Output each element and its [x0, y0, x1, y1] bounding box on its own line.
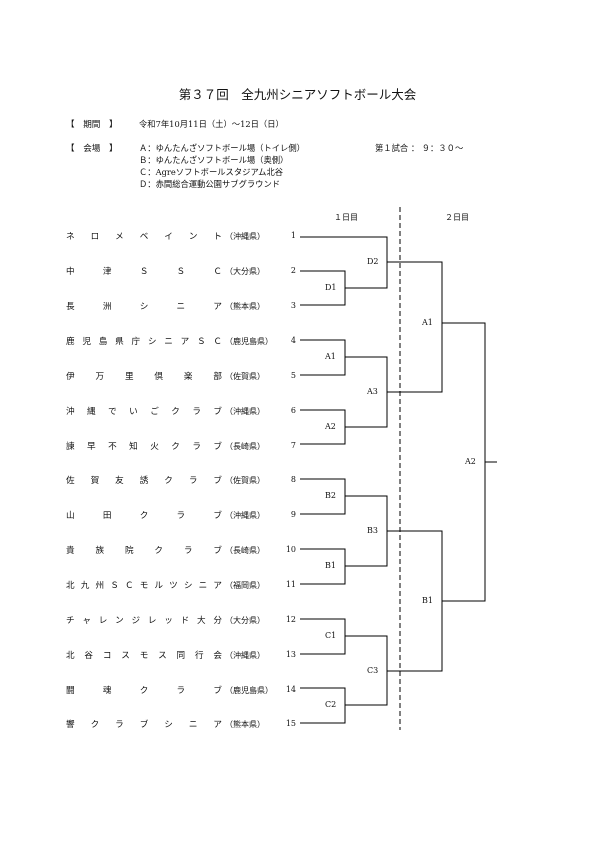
bracket-line [300, 618, 352, 655]
team-name: 鹿 児 島 県 庁 シ ニ ア Ｓ Ｃ [66, 337, 222, 347]
period-value: 令和7年10月11日（土）～12日（日） [139, 119, 284, 129]
match-label: C2 [325, 700, 337, 709]
venue-a: Ａ：ゆんたんざソフトボール場（トイレ側） [139, 143, 305, 153]
team-prefecture: （鹿児島県） [225, 686, 273, 695]
team-prefecture: （大分県） [225, 267, 265, 276]
bracket-line [400, 261, 450, 393]
team-prefecture: （沖縄県） [225, 651, 265, 660]
bracket-line [300, 687, 352, 724]
team-name: 中 津 Ｓ Ｓ Ｃ [66, 267, 222, 277]
team-number: 3 [290, 301, 296, 310]
team-prefecture: （鹿児島県） [225, 337, 273, 346]
match-label: A2 [325, 422, 336, 431]
team-name: 貴 族 院 ク ラ ブ [66, 546, 222, 556]
first-match-time: 第１試合 ： ９：３０～ [375, 143, 464, 153]
team-number: 8 [290, 475, 296, 484]
team-number: 6 [290, 406, 296, 415]
team-prefecture: （大分県） [225, 616, 265, 625]
bracket-line [352, 495, 400, 567]
team-number: 15 [285, 719, 296, 728]
day2-label: ２日目 [445, 213, 469, 222]
team-number: 14 [285, 685, 296, 694]
team-number: 10 [285, 545, 296, 554]
team-prefecture: （長崎県） [225, 546, 265, 555]
team-name: 闘 魂 ク ラ ブ [66, 686, 222, 696]
match-label: B3 [367, 526, 378, 535]
team-name: ネ ロ メ ベ イ ン ト [66, 232, 222, 242]
team-number: 11 [285, 580, 296, 589]
team-number: 4 [290, 336, 296, 345]
match-label: D2 [367, 257, 379, 266]
match-label: B1 [325, 561, 336, 570]
team-name: 北 九 州 Ｓ Ｃ モ ル ツ シ ニ ア [66, 581, 222, 591]
team-prefecture: （沖縄県） [225, 232, 265, 241]
venue-c: Ｃ：Agreソフトボールスタジアム北谷 [139, 167, 284, 177]
team-name: チ ャ レ ン ジ レ ッ ド 大 分 [66, 616, 222, 626]
match-label: A1 [422, 318, 433, 327]
team-prefecture: （熊本県） [225, 302, 265, 311]
team-prefecture: （福岡県） [225, 581, 265, 590]
team-name: 佐 賀 友 誘 ク ラ ブ [66, 476, 222, 486]
bracket-line [300, 548, 352, 585]
team-prefecture: （熊本県） [225, 720, 265, 729]
team-number: 13 [285, 650, 296, 659]
team-name: 響 ク ラ ブ シ ニ ア [66, 720, 222, 730]
bracket-line [300, 339, 352, 376]
team-number: 9 [290, 510, 296, 519]
team-name: 北 谷 コ ス モ ス 同 行 会 [66, 651, 222, 661]
match-label: A1 [325, 352, 336, 361]
team-prefecture: （長崎県） [225, 442, 265, 451]
team-prefecture: （沖縄県） [225, 511, 265, 520]
bracket-line [300, 270, 352, 306]
match-label: A2 [465, 457, 476, 466]
bracket-line [300, 409, 352, 445]
team-prefecture: （佐賀県） [225, 476, 265, 485]
team-number: 5 [290, 371, 296, 380]
bracket-line [352, 635, 400, 706]
bracket-line [352, 356, 400, 428]
team-number: 2 [290, 266, 296, 275]
tournament-title: 第３７回 全九州シニアソフトボール大会 [178, 87, 417, 102]
bracket-line [300, 236, 400, 289]
team-name: 伊 万 里 倶 楽 部 [66, 372, 222, 382]
team-number: 1 [290, 231, 296, 240]
match-label: B1 [422, 596, 433, 605]
team-prefecture: （佐賀県） [225, 372, 265, 381]
match-label: D1 [325, 283, 337, 292]
venue-d: Ｄ：赤間総合運動公園サブグラウンド [139, 179, 281, 189]
match-label: C3 [367, 666, 379, 675]
team-name: 山 田 ク ラ ブ [66, 511, 222, 521]
venue-label: 【 会場 】 [66, 144, 118, 154]
team-prefecture: （沖縄県） [225, 407, 265, 416]
day1-label: １日目 [334, 213, 358, 222]
venue-b: Ｂ：ゆんたんざソフトボール場（奥側） [139, 155, 289, 165]
team-name: 沖 縄 で い ご ク ラ ブ [66, 407, 222, 417]
period-label: 【 期間 】 [66, 120, 118, 130]
match-label: B2 [325, 491, 336, 500]
bracket-line [400, 530, 450, 672]
bracket-line [450, 322, 497, 602]
bracket-line [300, 478, 352, 515]
match-label: C1 [325, 631, 337, 640]
team-name: 諫 早 不 知 火 ク ラ ブ [66, 442, 222, 452]
team-number: 7 [290, 441, 296, 450]
match-label: A3 [367, 387, 378, 396]
team-name: 長 洲 シ ニ ア [66, 302, 222, 312]
team-number: 12 [285, 615, 296, 624]
